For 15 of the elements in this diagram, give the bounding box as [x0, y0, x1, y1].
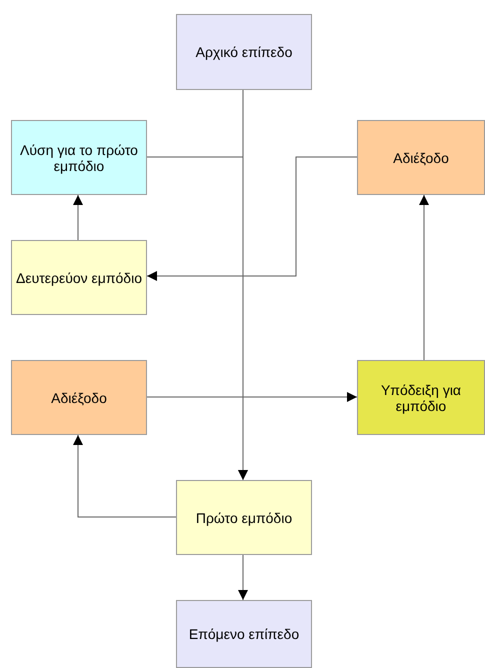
arrow	[73, 434, 176, 518]
process-box: Πρώτο εμπόδιο	[176, 480, 312, 555]
process-box: Λύση για το πρώτο εμπόδιο	[11, 120, 147, 195]
process-box: Αρχικό επίπεδο	[176, 14, 312, 90]
arrow	[73, 194, 83, 240]
process-box: Επόμενο επίπεδο	[176, 600, 312, 668]
process-box: Αδιέξοδο	[11, 360, 147, 435]
process-box: Αδιέξοδο	[357, 120, 485, 195]
arrow	[146, 392, 358, 402]
process-box: Υπόδειξη για εμπόδιο	[357, 360, 485, 435]
arrow	[238, 554, 248, 600]
arrow	[146, 156, 248, 480]
process-box: Δευτερεύον εμπόδιο	[11, 240, 147, 315]
arrow	[146, 156, 358, 281]
arrow	[419, 194, 429, 360]
